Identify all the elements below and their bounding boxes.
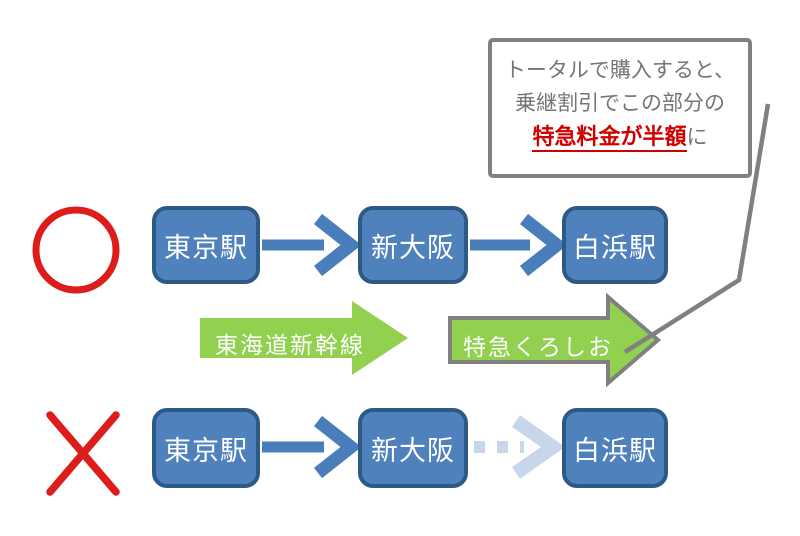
callout-box: トータルで購入すると、 乗継割引でこの部分の 特急料金が半額に — [488, 38, 752, 178]
segment-arrow-shinkansen — [200, 301, 408, 375]
segment-label-shinkansen: 東海道新幹線 — [215, 332, 365, 358]
route-arrow-tokyo-shinosaka-bottom — [262, 415, 362, 479]
callout-leader-line — [623, 103, 771, 354]
callout-line-1: トータルで購入すると、 — [504, 59, 736, 82]
station-box-shirahama-top: 白浜駅 — [562, 206, 668, 284]
callout-suffix-text: に — [686, 126, 708, 149]
route-arrow-shinosaka-shirahama-top — [470, 213, 568, 277]
incorrect-cross-icon — [46, 411, 120, 496]
correct-circle-icon — [32, 206, 120, 294]
callout-line-3: 特急料金が半額に — [492, 120, 748, 154]
station-box-shirahama-bottom: 白浜駅 — [562, 408, 668, 488]
route-arrow-tokyo-shinosaka-top — [262, 213, 362, 277]
station-box-tokyo-bottom: 東京駅 — [152, 408, 260, 488]
route-arrow-dashed-shinosaka-shirahama — [474, 415, 566, 479]
station-box-shinosaka-bottom: 新大阪 — [358, 408, 468, 488]
segment-label-kuroshio: 特急くろしお — [463, 334, 613, 360]
station-box-shinosaka-top: 新大阪 — [358, 206, 468, 284]
station-box-tokyo-top: 東京駅 — [152, 206, 260, 284]
segment-arrow-kuroshio — [448, 292, 662, 388]
callout-highlight-text: 特急料金が半額 — [532, 124, 687, 152]
callout-line-2: 乗継割引でこの部分の — [515, 92, 725, 115]
